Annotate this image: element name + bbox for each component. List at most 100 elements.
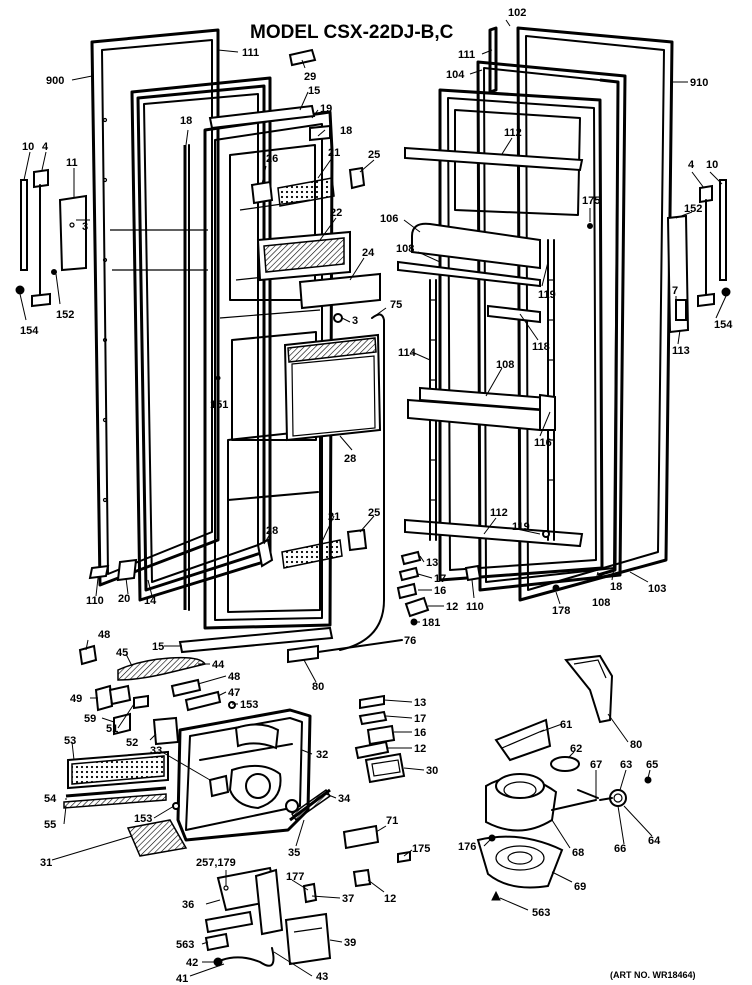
label-4: 4 (688, 159, 695, 171)
label-13: 13 (426, 557, 438, 569)
model-title: MODEL CSX-22DJ-B,C (250, 22, 454, 43)
freezer-lower-shelf (88, 528, 368, 582)
label-15: 15 (152, 641, 164, 653)
label-69: 69 (574, 881, 586, 893)
label-49: 49 (70, 693, 82, 705)
label-3: 3 (352, 315, 358, 327)
label-28: 28 (344, 453, 356, 465)
label-114: 114 (398, 347, 417, 359)
label-48: 48 (228, 671, 240, 683)
label-154: 154 (20, 325, 39, 337)
label-28: 28 (266, 525, 278, 537)
label-103: 103 (648, 583, 666, 595)
label-68: 68 (572, 847, 584, 859)
label-65: 65 (646, 759, 658, 771)
label-4: 4 (42, 141, 49, 153)
label-11: 11 (66, 157, 78, 169)
label-108: 108 (496, 359, 514, 371)
label-25: 25 (368, 149, 380, 161)
label-178: 178 (552, 605, 570, 617)
label-106: 106 (380, 213, 398, 225)
label-563: 563 (176, 939, 194, 951)
label-31: 31 (40, 857, 52, 869)
label-176: 176 (458, 841, 476, 853)
dispenser-motor-parts (204, 866, 332, 967)
label-67: 67 (590, 759, 602, 771)
label-33: 33 (150, 745, 162, 757)
label-111: 111 (458, 49, 475, 61)
ice-bucket-front-panel (63, 750, 188, 857)
label-51: 51 (106, 723, 118, 735)
label-10: 10 (22, 141, 34, 153)
label-12: 12 (384, 893, 396, 905)
label-80: 80 (630, 739, 642, 751)
label-110: 110 (86, 595, 104, 607)
label-32: 32 (316, 749, 328, 761)
label-24: 24 (362, 247, 375, 259)
label-18: 18 (180, 115, 192, 127)
label-118: 118 (532, 341, 550, 353)
label-154: 154 (714, 319, 733, 331)
label-181: 181 (422, 617, 440, 629)
label-19: 19 (320, 103, 332, 115)
label-25: 25 (368, 507, 380, 519)
freezer-door-outer (90, 28, 220, 587)
label-71: 71 (386, 815, 398, 827)
label-30: 30 (426, 765, 438, 777)
label-175: 175 (582, 195, 600, 207)
label-62: 62 (570, 743, 582, 755)
label-110: 110 (466, 601, 484, 613)
label-61: 61 (560, 719, 572, 731)
label-80: 80 (312, 681, 324, 693)
label-15: 15 (308, 85, 320, 97)
label-151: 151 (210, 399, 228, 411)
label-64: 64 (648, 835, 661, 847)
label-20: 20 (118, 593, 130, 605)
label-900: 900 (46, 75, 64, 87)
label-12: 12 (446, 601, 458, 613)
dispenser-linkage-parts (78, 644, 236, 746)
label-10: 10 (706, 159, 718, 171)
label-18: 18 (340, 125, 352, 137)
label-152: 152 (684, 203, 702, 215)
label-3: 3 (82, 221, 88, 233)
label-16: 16 (414, 727, 426, 739)
label-111: 111 (242, 47, 259, 59)
freezer-ice-ducts (250, 48, 381, 310)
label-35: 35 (288, 847, 300, 859)
ice-bucket (176, 708, 332, 842)
label-36: 36 (182, 899, 194, 911)
label-37: 37 (342, 893, 354, 905)
label-563: 563 (532, 907, 550, 919)
freezer-bottom-rail (178, 626, 403, 664)
label-112: 112 (490, 507, 508, 519)
leader-lines (19, 19, 727, 977)
label-21: 21 (328, 147, 340, 159)
label-22: 22 (330, 207, 342, 219)
label-44: 44 (212, 659, 225, 671)
label-47: 47 (228, 687, 240, 699)
label-910: 910 (690, 77, 708, 89)
label-108: 108 (396, 243, 414, 255)
label-153: 153 (134, 813, 152, 825)
label-52: 52 (126, 737, 138, 749)
label-39: 39 (344, 937, 356, 949)
label-116: 116 (534, 437, 552, 449)
label-53: 53 (64, 735, 76, 747)
label-16: 16 (434, 585, 446, 597)
dispenser-small-parts (342, 694, 411, 888)
fresh-food-bins (397, 222, 556, 432)
fresh-food-hinge-parts (587, 179, 731, 334)
label-104: 104 (446, 69, 465, 81)
label-14: 14 (144, 595, 157, 607)
label-42: 42 (186, 957, 198, 969)
label-55: 55 (44, 819, 56, 831)
label-43: 43 (316, 971, 328, 983)
art-number: (ART NO. WR18464) (610, 970, 696, 980)
label-66: 66 (614, 843, 626, 855)
label-102: 102 (508, 7, 526, 19)
label-63: 63 (620, 759, 632, 771)
auger-motor-assembly (476, 654, 652, 901)
label-26: 26 (266, 153, 278, 165)
